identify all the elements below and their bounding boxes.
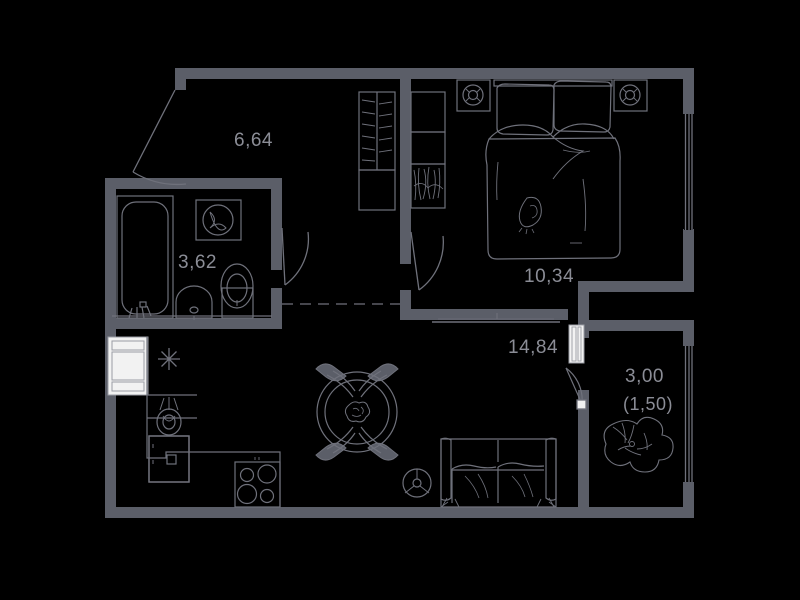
nightstand-icon — [456, 79, 491, 112]
wall-bathroom-bottom — [105, 318, 282, 329]
wall-hall-right-lower — [400, 189, 411, 264]
storage-group — [358, 91, 446, 211]
entry-door — [132, 89, 187, 186]
living-furniture — [315, 363, 557, 508]
dishwasher-icon — [148, 435, 190, 483]
bedroom-window — [684, 114, 693, 230]
counter-box-left — [149, 452, 235, 507]
refrigerator-icon — [158, 348, 180, 370]
wall-top — [175, 68, 694, 79]
cooktop-icon — [234, 457, 281, 508]
oven-box — [148, 435, 190, 483]
area-label-balcony-coefficient: (1,50) — [623, 394, 674, 414]
thresholds-group — [112, 303, 560, 323]
kitchen-window — [107, 336, 149, 396]
washing-machine-icon — [195, 199, 242, 241]
oven-inner — [166, 454, 177, 465]
wall-balcony-right-upper — [683, 320, 694, 346]
wall-balcony-bottom — [578, 507, 694, 518]
bathroom-sink-icon — [175, 285, 213, 320]
walls-group — [105, 68, 694, 518]
nightstand-icon — [613, 79, 648, 112]
wardrobe-icon — [410, 91, 446, 209]
wall-balcony-top — [578, 320, 694, 331]
bathroom-door — [281, 227, 310, 286]
wall-bedroom-right-jog — [578, 281, 694, 292]
balcony-door — [565, 324, 587, 410]
toilet-icon — [220, 263, 254, 319]
wall-top-left-jog — [175, 68, 186, 90]
bathtub-icon — [116, 195, 174, 319]
area-label-balcony: 3,00 — [625, 366, 664, 387]
kitchen-appliance-boxes — [148, 435, 190, 483]
wall-bathroom-top — [105, 178, 197, 189]
doors-group — [132, 89, 587, 410]
wall-bottom-exterior — [105, 507, 589, 518]
area-label-bedroom: 10,34 — [524, 266, 575, 287]
area-label-bathroom: 3,62 — [178, 252, 217, 273]
oven-icon — [148, 435, 190, 483]
wall-balcony-right-lower — [683, 482, 694, 518]
wall-bathroom-right-lower — [271, 288, 282, 318]
area-label-living-kitchen: 14,84 — [508, 337, 559, 358]
kitchen-sink-icon — [156, 397, 182, 436]
wall-right-exterior-upper — [683, 68, 694, 114]
wall-balcony-left-lower — [578, 390, 589, 518]
windows-group — [107, 114, 693, 482]
side-table-icon — [402, 468, 432, 498]
wall-bathroom-right — [271, 188, 282, 270]
dining-table-icon — [315, 363, 399, 461]
wall-hall-bath-divider — [186, 178, 282, 189]
bathroom-fixtures — [116, 195, 254, 320]
bedroom-door — [410, 231, 444, 291]
potted-plant-icon — [603, 416, 674, 473]
wall-bedroom-right-jog-v — [578, 281, 589, 320]
wall-bedroom-bottom — [400, 309, 568, 320]
kitchen-counter — [146, 337, 281, 507]
balcony-window — [684, 346, 693, 482]
shelving-unit-icon — [358, 91, 396, 211]
area-label-hallway: 6,64 — [234, 130, 273, 151]
bedroom-furniture — [456, 79, 648, 260]
wall-bedroom-left-lower — [400, 290, 411, 320]
wall-hall-right — [400, 79, 411, 189]
wall-right-exterior-mid — [683, 229, 694, 281]
double-bed-icon — [485, 79, 621, 260]
sofa-icon — [440, 437, 557, 508]
